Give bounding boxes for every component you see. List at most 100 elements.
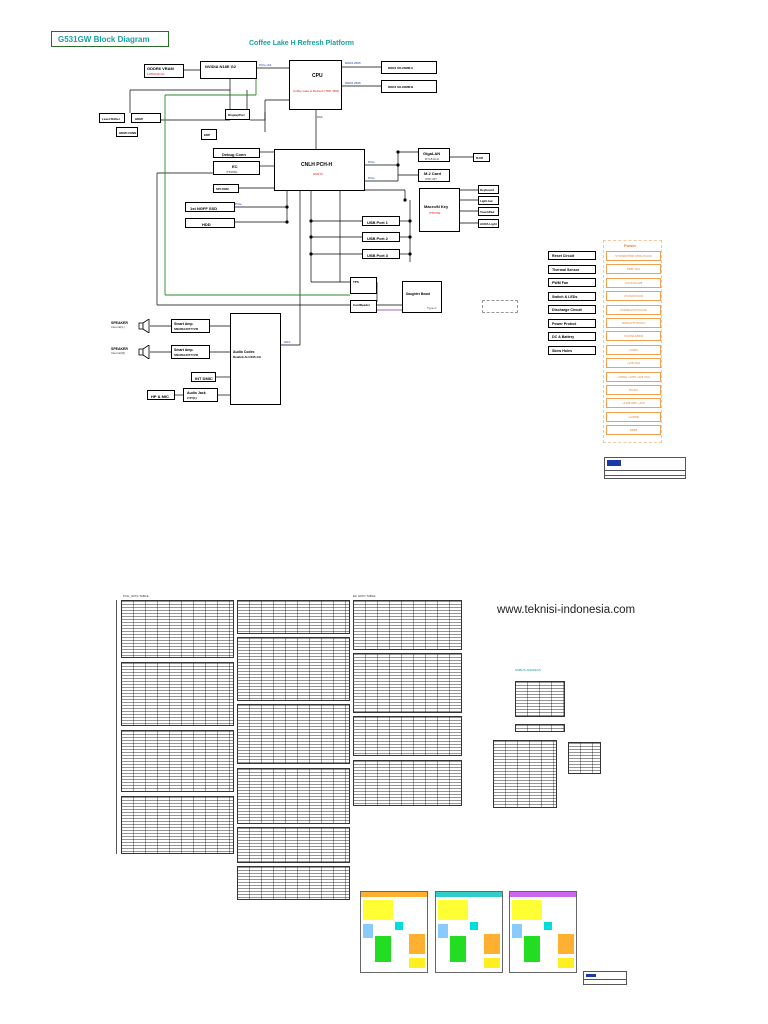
watermark-text: www.teknisi-indonesia.com xyxy=(497,604,636,616)
power-item: PWM Fan xyxy=(548,278,596,287)
int-dmic-block: INT DMIC xyxy=(191,372,216,382)
level-shifter-block: Level Shifter xyxy=(99,113,125,123)
rj45-block: RJ45 xyxy=(473,153,490,162)
svg-text:HDA: HDA xyxy=(284,340,290,344)
keyboard-block: Keyboard xyxy=(478,185,499,194)
config-sheet-1 xyxy=(360,891,428,973)
pch-gpio-table-1 xyxy=(121,600,234,658)
speaker-right-icon xyxy=(138,345,150,359)
ec-gpio-table-5 xyxy=(237,827,350,863)
title-box: G531GW Block Diagram xyxy=(51,31,169,47)
speaker-left-label: SPEAKER Internal(L) xyxy=(111,321,128,329)
smart-amp-left-block: Smart Amp. SN005A2077YZR xyxy=(171,319,210,333)
aura-light-block: AURA Light xyxy=(478,219,499,228)
strap-table-1 xyxy=(353,600,462,650)
usb-port-1-block: USB Port 1 xyxy=(362,216,400,226)
svg-text:PCIe x16: PCIe x16 xyxy=(259,63,272,67)
spi-rom-block: SPI ROM xyxy=(213,184,239,193)
logo-icon xyxy=(607,460,621,466)
gigalan-block: GigaLAN RTL8111H xyxy=(418,148,450,162)
power-panel-title: Power xyxy=(624,243,637,248)
daughter-board-block: Daughter Board Type-C xyxy=(402,281,442,313)
strap-table-3 xyxy=(353,716,462,756)
audio-jack-block: Audio Jack 2.5T(1) xyxy=(183,388,218,402)
pch-gpio-table-4 xyxy=(121,796,234,854)
page-title: G531GW Block Diagram xyxy=(58,35,150,44)
power-item: Thermal Sensor xyxy=(548,264,596,274)
power-rail-item: +VGPU xyxy=(606,344,661,355)
macro-key-block: Macro/N Key IT5570E xyxy=(419,188,460,232)
speaker-left-icon xyxy=(138,319,150,333)
hdmi-mux-block: HDMI xyxy=(131,113,161,123)
ec-gpio-table-1 xyxy=(237,600,350,634)
strap-table-2 xyxy=(353,653,462,713)
svg-text:PCIe: PCIe xyxy=(368,176,375,180)
ssd-block: 1st NGFF SSD xyxy=(185,202,235,212)
small-note-box xyxy=(482,300,518,313)
cardreader-block: CardReader xyxy=(350,300,377,313)
pch-gpio-table-3 xyxy=(121,730,234,792)
usb-port-2-block: USB Port 2 xyxy=(362,232,400,242)
ec-gpio-table-6 xyxy=(237,866,350,900)
svg-text:DDR4 2666: DDR4 2666 xyxy=(345,61,361,65)
power-rail-item: +VDDQ +1V05 +3V3 VGA xyxy=(606,371,661,382)
ec-gpio-table-2 xyxy=(237,637,350,701)
svg-text:PCIe: PCIe xyxy=(235,202,242,206)
debug-conn-block: Debug Conn xyxy=(213,148,260,158)
power-item: Skew Holes xyxy=(548,345,596,355)
touchpad-block: TouchPad xyxy=(478,207,499,216)
dimm-b-block: DDR4 SO-DIMM B xyxy=(381,80,437,93)
power-rail-item: VCCSTG/1V8 xyxy=(606,277,661,288)
tps-block: TPS xyxy=(350,277,377,294)
power-rail-item: +LVDDR xyxy=(606,411,661,422)
config-sheet-3 xyxy=(509,891,577,973)
power-item: Reset Circuit xyxy=(548,251,596,260)
bottom-title-block xyxy=(583,971,627,985)
hdd-block: HDD xyxy=(185,218,235,228)
power-rail-item: PWR VGA xyxy=(606,264,661,275)
power-rail-item: VCCPLL/VDD2 xyxy=(606,331,661,342)
platform-title: Coffee Lake H Refresh Platform xyxy=(249,40,355,47)
speaker-right-label: SPEAKER Internal(R) xyxy=(111,347,128,355)
ec-gpio-table-3 xyxy=(237,704,350,764)
svg-text:DDR4 2666: DDR4 2666 xyxy=(345,81,361,85)
power-item: Switch & LEDs xyxy=(548,291,596,301)
displayport-block: DisplayPort xyxy=(225,109,250,120)
config-sheet-2 xyxy=(435,891,503,973)
nvidia-gpu-block: NVIDIA N18E G2 xyxy=(200,61,257,79)
pch-gpio-table-2 xyxy=(121,662,234,726)
strap-small-table xyxy=(515,724,565,732)
smbus-table xyxy=(515,681,565,717)
ec-gpio-table-4 xyxy=(237,768,350,824)
power-panel: Power xyxy=(603,240,662,443)
svg-text:PCIe: PCIe xyxy=(368,160,375,164)
power-rail-item: DDR5 xyxy=(606,425,661,436)
smart-amp-right-block: Smart Amp. SN005A2077YZR xyxy=(171,345,210,359)
power-rail-item: +1V8 VGA xyxy=(606,358,661,369)
power-item: Power Protect xyxy=(548,318,596,328)
power-rail-item: DC/DC xyxy=(606,385,661,395)
pcie-table xyxy=(568,742,601,774)
table-caption-ec-gpio: EC GPIO TABLE xyxy=(353,594,376,598)
usb-port-3-block: USB Port 3 xyxy=(362,249,400,259)
usb-table xyxy=(493,740,557,808)
strap-table-4 xyxy=(353,760,462,806)
light-bar-block: Light bar xyxy=(478,196,499,205)
power-rail-item: VDDQ/VTT/VCCIO xyxy=(606,318,661,328)
table-bracket xyxy=(116,600,117,854)
power-item: Discharge Circuit xyxy=(548,305,596,314)
hp-mic-block: HP & MIC xyxy=(147,390,175,400)
edp-block: EDP xyxy=(201,129,217,140)
power-item: DC & Battery xyxy=(548,332,596,341)
dimm-a-block: DDR4 SO-DIMM A xyxy=(381,61,437,74)
power-rail-item: VCORE/VGT/VCCSA xyxy=(606,304,661,315)
ec-block: EC IT8995E xyxy=(213,161,260,175)
m2-card-block: M.2 Card WIFI+BT xyxy=(418,169,450,182)
svg-text:DMI: DMI xyxy=(317,115,323,119)
cpu-block: CPU Coffee Lake H Refresh (TDP 45W) xyxy=(289,60,342,110)
title-block xyxy=(604,457,686,479)
pch-block: CNLH PCH-H HM370 xyxy=(274,149,365,191)
power-rail-item: +1V05 GPU +1V5 xyxy=(606,398,661,409)
hdmi-conn-block: HDMI CONN xyxy=(116,127,138,137)
